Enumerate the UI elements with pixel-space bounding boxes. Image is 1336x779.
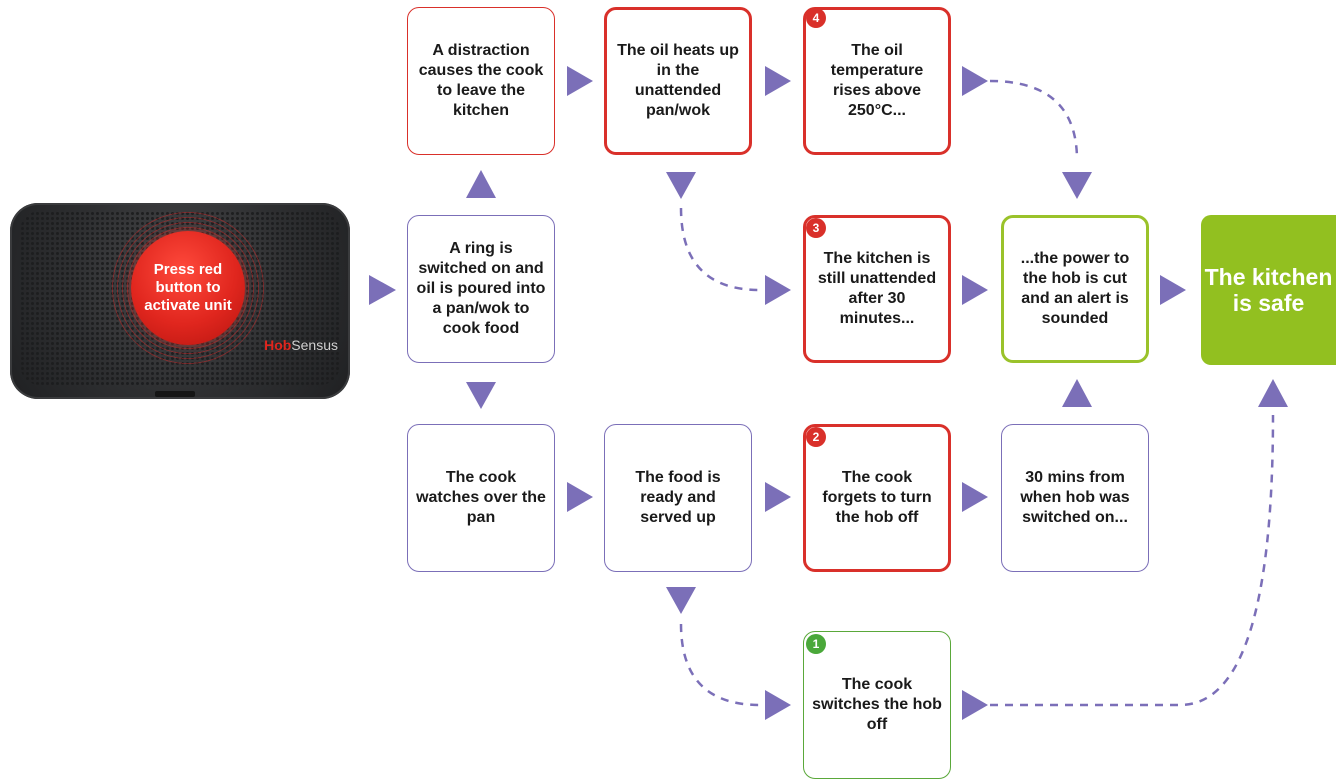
arrow-right [1160,275,1186,305]
box-start: A ring is switched on and oil is poured … [407,215,555,363]
step-badge-3: 3 [806,218,826,238]
hobsensus-device: Press red button to activate unit HobSen… [10,203,350,399]
box-power-cut: ...the power to the hob is cut and an al… [1001,215,1149,363]
dashed-path [990,414,1275,707]
step-badge-2: 2 [806,427,826,447]
box-text: The cook forgets to turn the hob off [822,469,932,526]
box-still-unattended: The kitchen is still unattended after 30… [803,215,951,363]
arrow-right [567,482,593,512]
box-text: The oil heats up in the unattended pan/w… [617,42,739,119]
box-text: The cook switches the hob off [812,676,942,733]
brand-logo: HobSensus [264,337,338,353]
box-thirty-mins: 30 mins from when hob was switched on... [1001,424,1149,572]
dashed-path [989,79,1079,161]
box-text: The food is ready and served up [635,469,721,526]
arrow-up [1258,379,1288,407]
arrow-down [466,382,496,409]
activate-button[interactable]: Press red button to activate unit [131,231,245,345]
arrow-right [765,275,791,305]
box-text: A distraction causes the cook to leave t… [418,42,544,119]
box-kitchen-safe: The kitchen is safe [1201,215,1336,365]
arrow-up [1062,379,1092,407]
box-text: ...the power to the hob is cut and an al… [1020,250,1130,327]
box-distraction: A distraction causes the cook to leave t… [407,7,555,155]
step-badge-1: 1 [806,634,826,654]
box-text: A ring is switched on and oil is poured … [416,240,546,337]
arrow-right [765,66,791,96]
box-text: The oil temperature rises above 250°C... [830,42,924,119]
box-food-served: The food is ready and served up [604,424,752,572]
box-oil-heats: The oil heats up in the unattended pan/w… [604,7,752,155]
box-text: The kitchen is safe [1204,264,1333,316]
box-oil-temperature: The oil temperature rises above 250°C... [803,7,951,155]
arrow-right [369,275,396,305]
arrow-right [962,690,988,720]
box-cook-forgets: The cook forgets to turn the hob off [803,424,951,572]
arrow-right [962,482,988,512]
dashed-path [679,207,761,292]
arrow-right [567,66,593,96]
arrow-right [962,66,988,96]
arrow-up [466,170,496,198]
dashed-path [679,623,761,707]
box-switches-off: The cook switches the hob off [803,631,951,779]
box-text: The cook watches over the pan [416,469,546,526]
arrow-down [666,172,696,199]
arrow-down [666,587,696,614]
box-text: The kitchen is still unattended after 30… [817,250,937,327]
arrow-right [962,275,988,305]
device-slot [155,391,195,397]
arrow-down [1062,172,1092,199]
arrow-right [765,690,791,720]
arrow-right [765,482,791,512]
step-badge-4: 4 [806,8,826,28]
box-text: 30 mins from when hob was switched on... [1020,469,1130,526]
box-cook-watches: The cook watches over the pan [407,424,555,572]
